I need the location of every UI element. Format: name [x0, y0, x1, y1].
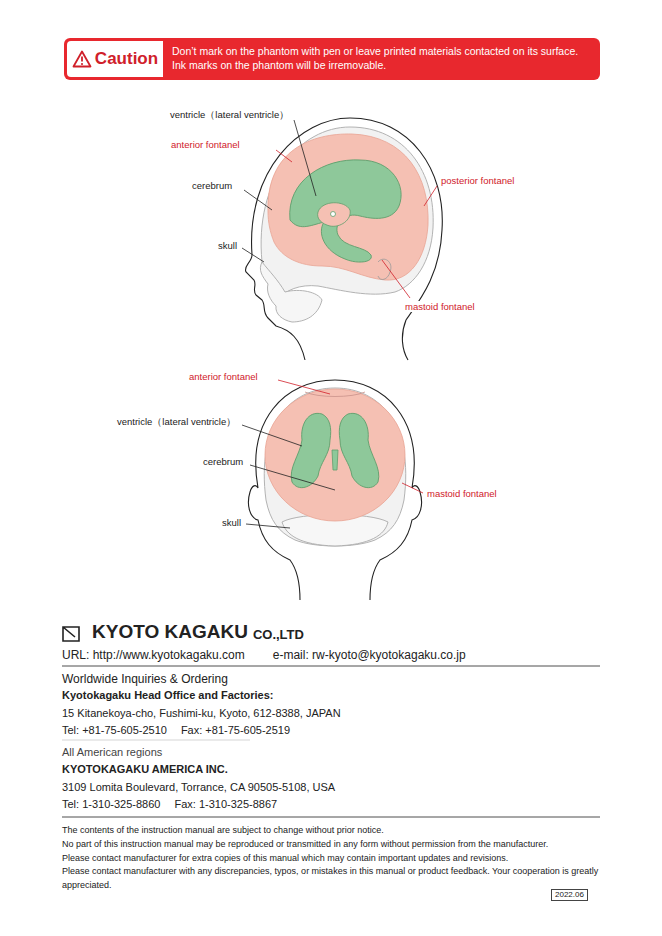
disclaimer: Please contact manufacturer with any dis… [62, 865, 602, 893]
leader-line [242, 425, 302, 446]
address: 3109 Lomita Boulevard, Torrance, CA 9050… [62, 781, 335, 794]
leader-line [250, 465, 335, 490]
part-label: anterior fontanel [171, 139, 240, 150]
part-label: ventricle（lateral ventricle） [170, 109, 289, 120]
disclaimer: Please contact manufacturer for extra co… [62, 852, 602, 866]
url: URL: http://www.kyotokagaku.com [62, 648, 245, 662]
leader-lines [242, 120, 437, 528]
fontanel-mark [305, 392, 365, 397]
warning-icon [72, 50, 92, 68]
caution-banner: Caution Don’t mark on the phantom with pe… [64, 38, 600, 80]
fax: Fax: +81-75-605-2519 [181, 724, 290, 737]
part-label: mastoid fontanel [427, 488, 497, 499]
email: e-mail: rw-kyoto@kyotokagaku.co.jp [273, 648, 466, 662]
section-heading: All American regions [62, 746, 162, 759]
part-label: posterior fontanel [441, 175, 514, 186]
disclaimer: No part of this instruction manual may b… [62, 838, 602, 852]
fax: Fax: 1-310-325-8867 [174, 798, 277, 811]
part-label: cerebrum [192, 180, 232, 191]
lateral-ventricle-right [339, 413, 379, 487]
phone: Tel: +81-75-605-2510 [62, 724, 167, 737]
skin-outline [245, 118, 442, 360]
office-name: Kyotokagaku Head Office and Factories: [62, 689, 274, 702]
part-label: mastoid fontanel [405, 301, 475, 312]
leader-line [382, 260, 410, 298]
part-label: ventricle（lateral ventricle） [117, 416, 236, 427]
company-name: KYOTO KAGAKU [92, 621, 248, 644]
separator [62, 666, 600, 667]
leader-line [242, 248, 264, 262]
cerebrum [268, 134, 428, 280]
foramen [331, 212, 336, 217]
phone: Tel: 1-310-325-8860 [62, 798, 160, 811]
caution-body: Don’t mark on the phantom with pen or le… [172, 45, 592, 72]
skull-face [260, 262, 322, 322]
caution-heading-patch: Caution [67, 41, 163, 77]
cerebrum [265, 389, 405, 521]
leader-line [402, 483, 423, 493]
lateral-ventricle [290, 160, 401, 262]
leader-line [276, 150, 292, 162]
date-code: 2022.06 [551, 889, 588, 901]
disclaimer: The contents of the instruction manual a… [62, 824, 602, 838]
section-heading: Worldwide Inquiries & Ordering [62, 672, 228, 686]
leader-line [294, 120, 316, 196]
part-label: anterior fontanel [189, 371, 258, 382]
separator [62, 817, 600, 818]
caution-heading: Caution [95, 49, 158, 69]
skull-cranium [261, 127, 433, 300]
front-head [248, 380, 421, 600]
leader-line [246, 524, 290, 528]
part-label: cerebrum [203, 456, 243, 467]
company-logo [63, 627, 79, 641]
third-ventricle [318, 203, 351, 227]
address: 15 Kitanekoya-cho, Fushimi-ku, Kyoto, 61… [62, 707, 341, 720]
side-head [245, 118, 442, 360]
skin-outline [248, 380, 421, 600]
skull [264, 388, 406, 546]
separator [62, 740, 250, 741]
leader-line [424, 186, 437, 206]
office-name: KYOTOKAGAKU AMERICA INC. [62, 763, 228, 776]
leader-line [244, 190, 272, 210]
company-suffix: CO.,LTD [253, 627, 304, 643]
disclaimer-block: The contents of the instruction manual a… [62, 824, 602, 893]
third-ventricle [332, 450, 338, 470]
lateral-ventricle-left [291, 413, 331, 487]
leader-line [278, 380, 330, 394]
part-label: skull [222, 517, 241, 528]
part-label: skull [218, 240, 237, 251]
